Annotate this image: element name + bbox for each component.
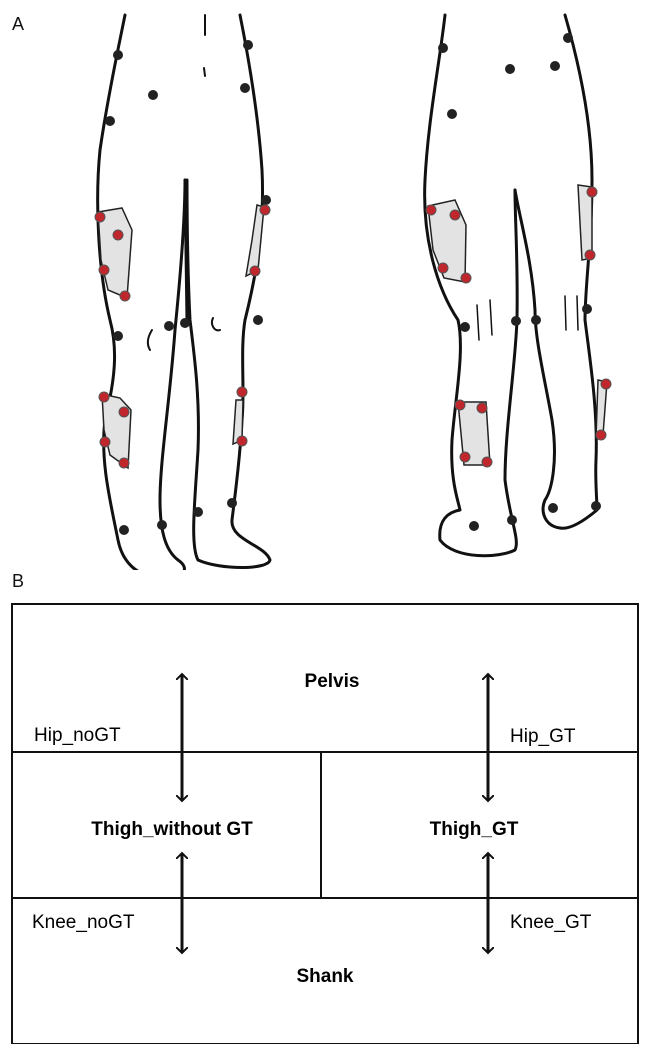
hip-gt-label: Hip_GT bbox=[510, 726, 576, 747]
hip-nogt-label: Hip_noGT bbox=[34, 725, 121, 746]
knee-nogt-label: Knee_noGT bbox=[32, 912, 135, 933]
knee-gt-label: Knee_GT bbox=[510, 912, 592, 933]
pelvis-label: Pelvis bbox=[305, 671, 360, 692]
thigh-without-gt-label: Thigh_without GT bbox=[91, 819, 253, 840]
thigh-gt-label: Thigh_GT bbox=[430, 819, 519, 840]
shank-label: Shank bbox=[296, 966, 353, 987]
